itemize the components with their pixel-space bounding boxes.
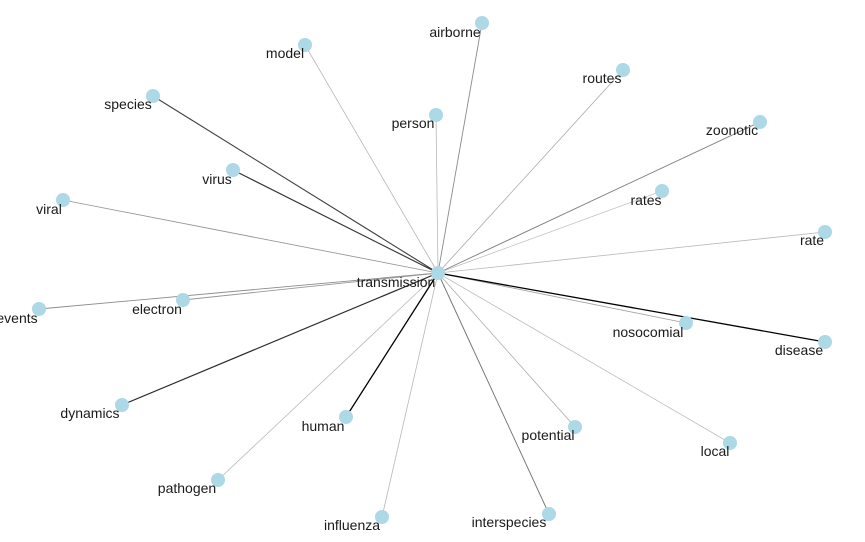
node-label-virus: virus <box>202 171 232 187</box>
node-label-rates: rates <box>630 192 661 208</box>
node-disease <box>818 335 832 349</box>
node-label-interspecies: interspecies <box>472 514 547 530</box>
node-label-person: person <box>392 115 435 131</box>
edge-transmission-dynamics <box>121 272 439 406</box>
edge-transmission-human <box>345 272 439 418</box>
node-events <box>32 302 46 316</box>
node-species <box>146 89 160 103</box>
node-local <box>723 436 737 450</box>
node-label-routes: routes <box>583 70 622 86</box>
edge-transmission-viral <box>62 199 439 274</box>
node-label-model: model <box>266 45 304 61</box>
edge-transmission-species <box>152 95 439 274</box>
edge-transmission-potential <box>437 272 576 428</box>
node-nosocomial <box>679 316 693 330</box>
node-label-human: human <box>302 418 345 434</box>
edges-layer <box>38 22 826 518</box>
node-interspecies <box>542 507 556 521</box>
node-routes <box>616 63 630 77</box>
node-person <box>429 108 443 122</box>
node-label-zoonotic: zoonotic <box>706 122 758 138</box>
edge-transmission-person <box>435 114 439 274</box>
node-airborne <box>475 16 489 30</box>
node-model <box>298 38 312 52</box>
edge-transmission-rate <box>437 231 826 274</box>
node-label-species: species <box>104 96 151 112</box>
edge-transmission-events <box>38 272 439 310</box>
node-virus <box>226 163 240 177</box>
node-label-dynamics: dynamics <box>60 405 119 421</box>
node-human <box>339 410 353 424</box>
edge-transmission-model <box>304 44 439 274</box>
node-rates <box>655 184 669 198</box>
node-label-viral: viral <box>36 201 62 217</box>
node-electron <box>176 293 190 307</box>
edge-transmission-local <box>437 272 731 444</box>
node-transmission <box>431 266 445 280</box>
node-label-rate: rate <box>800 232 824 248</box>
node-label-nosocomial: nosocomial <box>613 324 684 340</box>
labels-layer: airborne model routes person species zoonotic… <box>0 24 824 533</box>
node-label-pathogen: pathogen <box>158 480 216 496</box>
edge-transmission-routes <box>437 69 624 274</box>
node-label-local: local <box>701 443 730 459</box>
edge-transmission-disease <box>437 272 826 343</box>
node-label-transmission: transmission <box>357 274 436 290</box>
edge-transmission-zoonotic <box>437 121 761 274</box>
edge-transmission-virus <box>232 169 439 274</box>
edge-transmission-pathogen <box>217 272 439 481</box>
node-dynamics <box>115 398 129 412</box>
edge-transmission-interspecies <box>437 272 550 515</box>
node-rate <box>818 225 832 239</box>
node-label-influenza: influenza <box>324 517 380 533</box>
node-label-airborne: airborne <box>429 24 481 40</box>
edge-transmission-influenza <box>381 272 439 518</box>
edge-transmission-airborne <box>437 22 483 274</box>
edge-transmission-rates <box>437 190 663 274</box>
node-potential <box>568 420 582 434</box>
node-zoonotic <box>753 115 767 129</box>
node-label-disease: disease <box>775 342 823 358</box>
edge-transmission-electron <box>182 272 439 301</box>
node-pathogen <box>211 473 225 487</box>
node-label-events: events <box>0 310 38 326</box>
edge-transmission-nosocomial <box>437 272 687 324</box>
node-viral <box>56 193 70 207</box>
node-label-potential: potential <box>522 427 575 443</box>
node-influenza <box>375 510 389 524</box>
node-label-electron: electron <box>132 301 182 317</box>
nodes-layer <box>32 16 832 524</box>
